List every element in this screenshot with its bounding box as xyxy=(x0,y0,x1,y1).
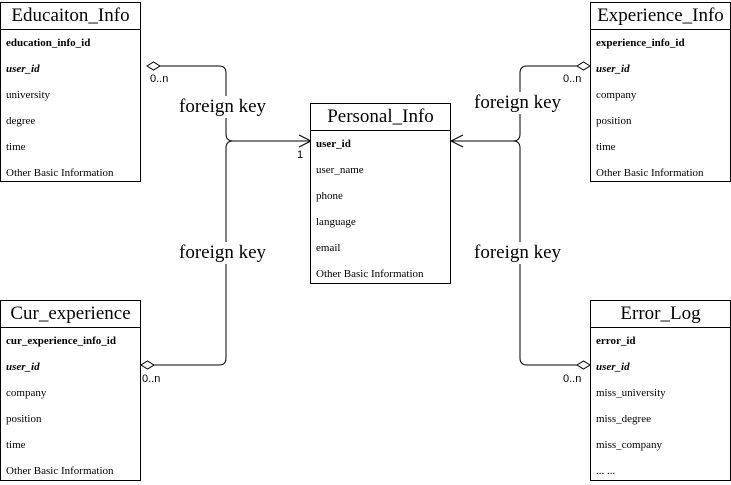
edu-to-cardinality: 1 xyxy=(297,149,304,161)
field-cur-experience-info-id: cur_experience_info_id xyxy=(6,335,116,347)
field-miss-company: miss_company xyxy=(596,439,662,451)
entity-cur-experience[interactable]: Cur_experience cur_experience_info_id us… xyxy=(0,300,141,481)
entity-experience-title: Experience_Info xyxy=(591,3,730,30)
exp-fk-label: foreign key xyxy=(474,92,562,114)
field-error-id: error_id xyxy=(596,335,636,347)
field-user-name: user_name xyxy=(316,164,364,176)
entity-education-info[interactable]: Educaiton_Info education_info_id user_id… xyxy=(0,2,141,182)
entity-error-log[interactable]: Error_Log error_id user_id miss_universi… xyxy=(590,300,731,481)
field-degree: degree xyxy=(6,115,36,127)
field-user-id: user_id xyxy=(6,361,40,373)
field-other-basic-information: Other Basic Information xyxy=(6,167,114,179)
field-university: university xyxy=(6,89,50,101)
err-many-diamond xyxy=(576,360,591,370)
cur-from-cardinality: 0..n xyxy=(142,373,161,385)
field-other-basic-information: Other Basic Information xyxy=(596,167,704,179)
field-ellipsis: ... ... xyxy=(596,465,616,477)
field-user-id: user_id xyxy=(6,63,40,75)
entity-experience-info[interactable]: Experience_Info experience_info_id user_… xyxy=(590,2,731,182)
edu-many-diamond xyxy=(146,61,161,71)
entity-personal-title: Personal_Info xyxy=(311,104,450,131)
cur-fk-label: foreign key xyxy=(179,242,267,264)
field-language: language xyxy=(316,216,356,228)
entity-personal-info[interactable]: Personal_Info user_id user_name phone la… xyxy=(310,103,451,284)
entity-error-log-title: Error_Log xyxy=(591,301,730,328)
exp-one-arrow xyxy=(449,134,464,148)
field-position: position xyxy=(6,413,42,425)
field-miss-university: miss_university xyxy=(596,387,666,399)
field-company: company xyxy=(6,387,47,399)
cur-personal-connector xyxy=(154,140,234,366)
cur-many-diamond xyxy=(140,360,155,370)
exp-from-cardinality: 0..n xyxy=(563,73,582,85)
edu-from-cardinality: 0..n xyxy=(150,73,169,85)
err-fk-label: foreign key xyxy=(474,242,562,264)
field-time: time xyxy=(6,439,26,451)
field-other-basic-information: Other Basic Information xyxy=(316,268,424,280)
field-other-basic-information: Other Basic Information xyxy=(6,465,114,477)
field-phone: phone xyxy=(316,190,343,202)
field-miss-degree: miss_degree xyxy=(596,413,651,425)
field-position: position xyxy=(596,115,632,127)
edu-fk-label: foreign key xyxy=(179,96,267,118)
exp-many-diamond xyxy=(576,61,591,71)
field-education-info-id: education_info_id xyxy=(6,37,91,49)
field-time: time xyxy=(596,141,616,153)
field-company: company xyxy=(596,89,637,101)
err-personal-connector xyxy=(512,140,577,366)
field-time: time xyxy=(6,141,26,153)
field-experience-info-id: experience_info_id xyxy=(596,37,685,49)
field-user-id: user_id xyxy=(596,63,630,75)
field-email: email xyxy=(316,242,341,254)
entity-education-title: Educaiton_Info xyxy=(1,3,140,30)
field-user-id: user_id xyxy=(596,361,630,373)
entity-cur-experience-title: Cur_experience xyxy=(1,301,140,328)
field-user-id: user_id xyxy=(316,138,351,150)
err-from-cardinality: 0..n xyxy=(563,373,582,385)
